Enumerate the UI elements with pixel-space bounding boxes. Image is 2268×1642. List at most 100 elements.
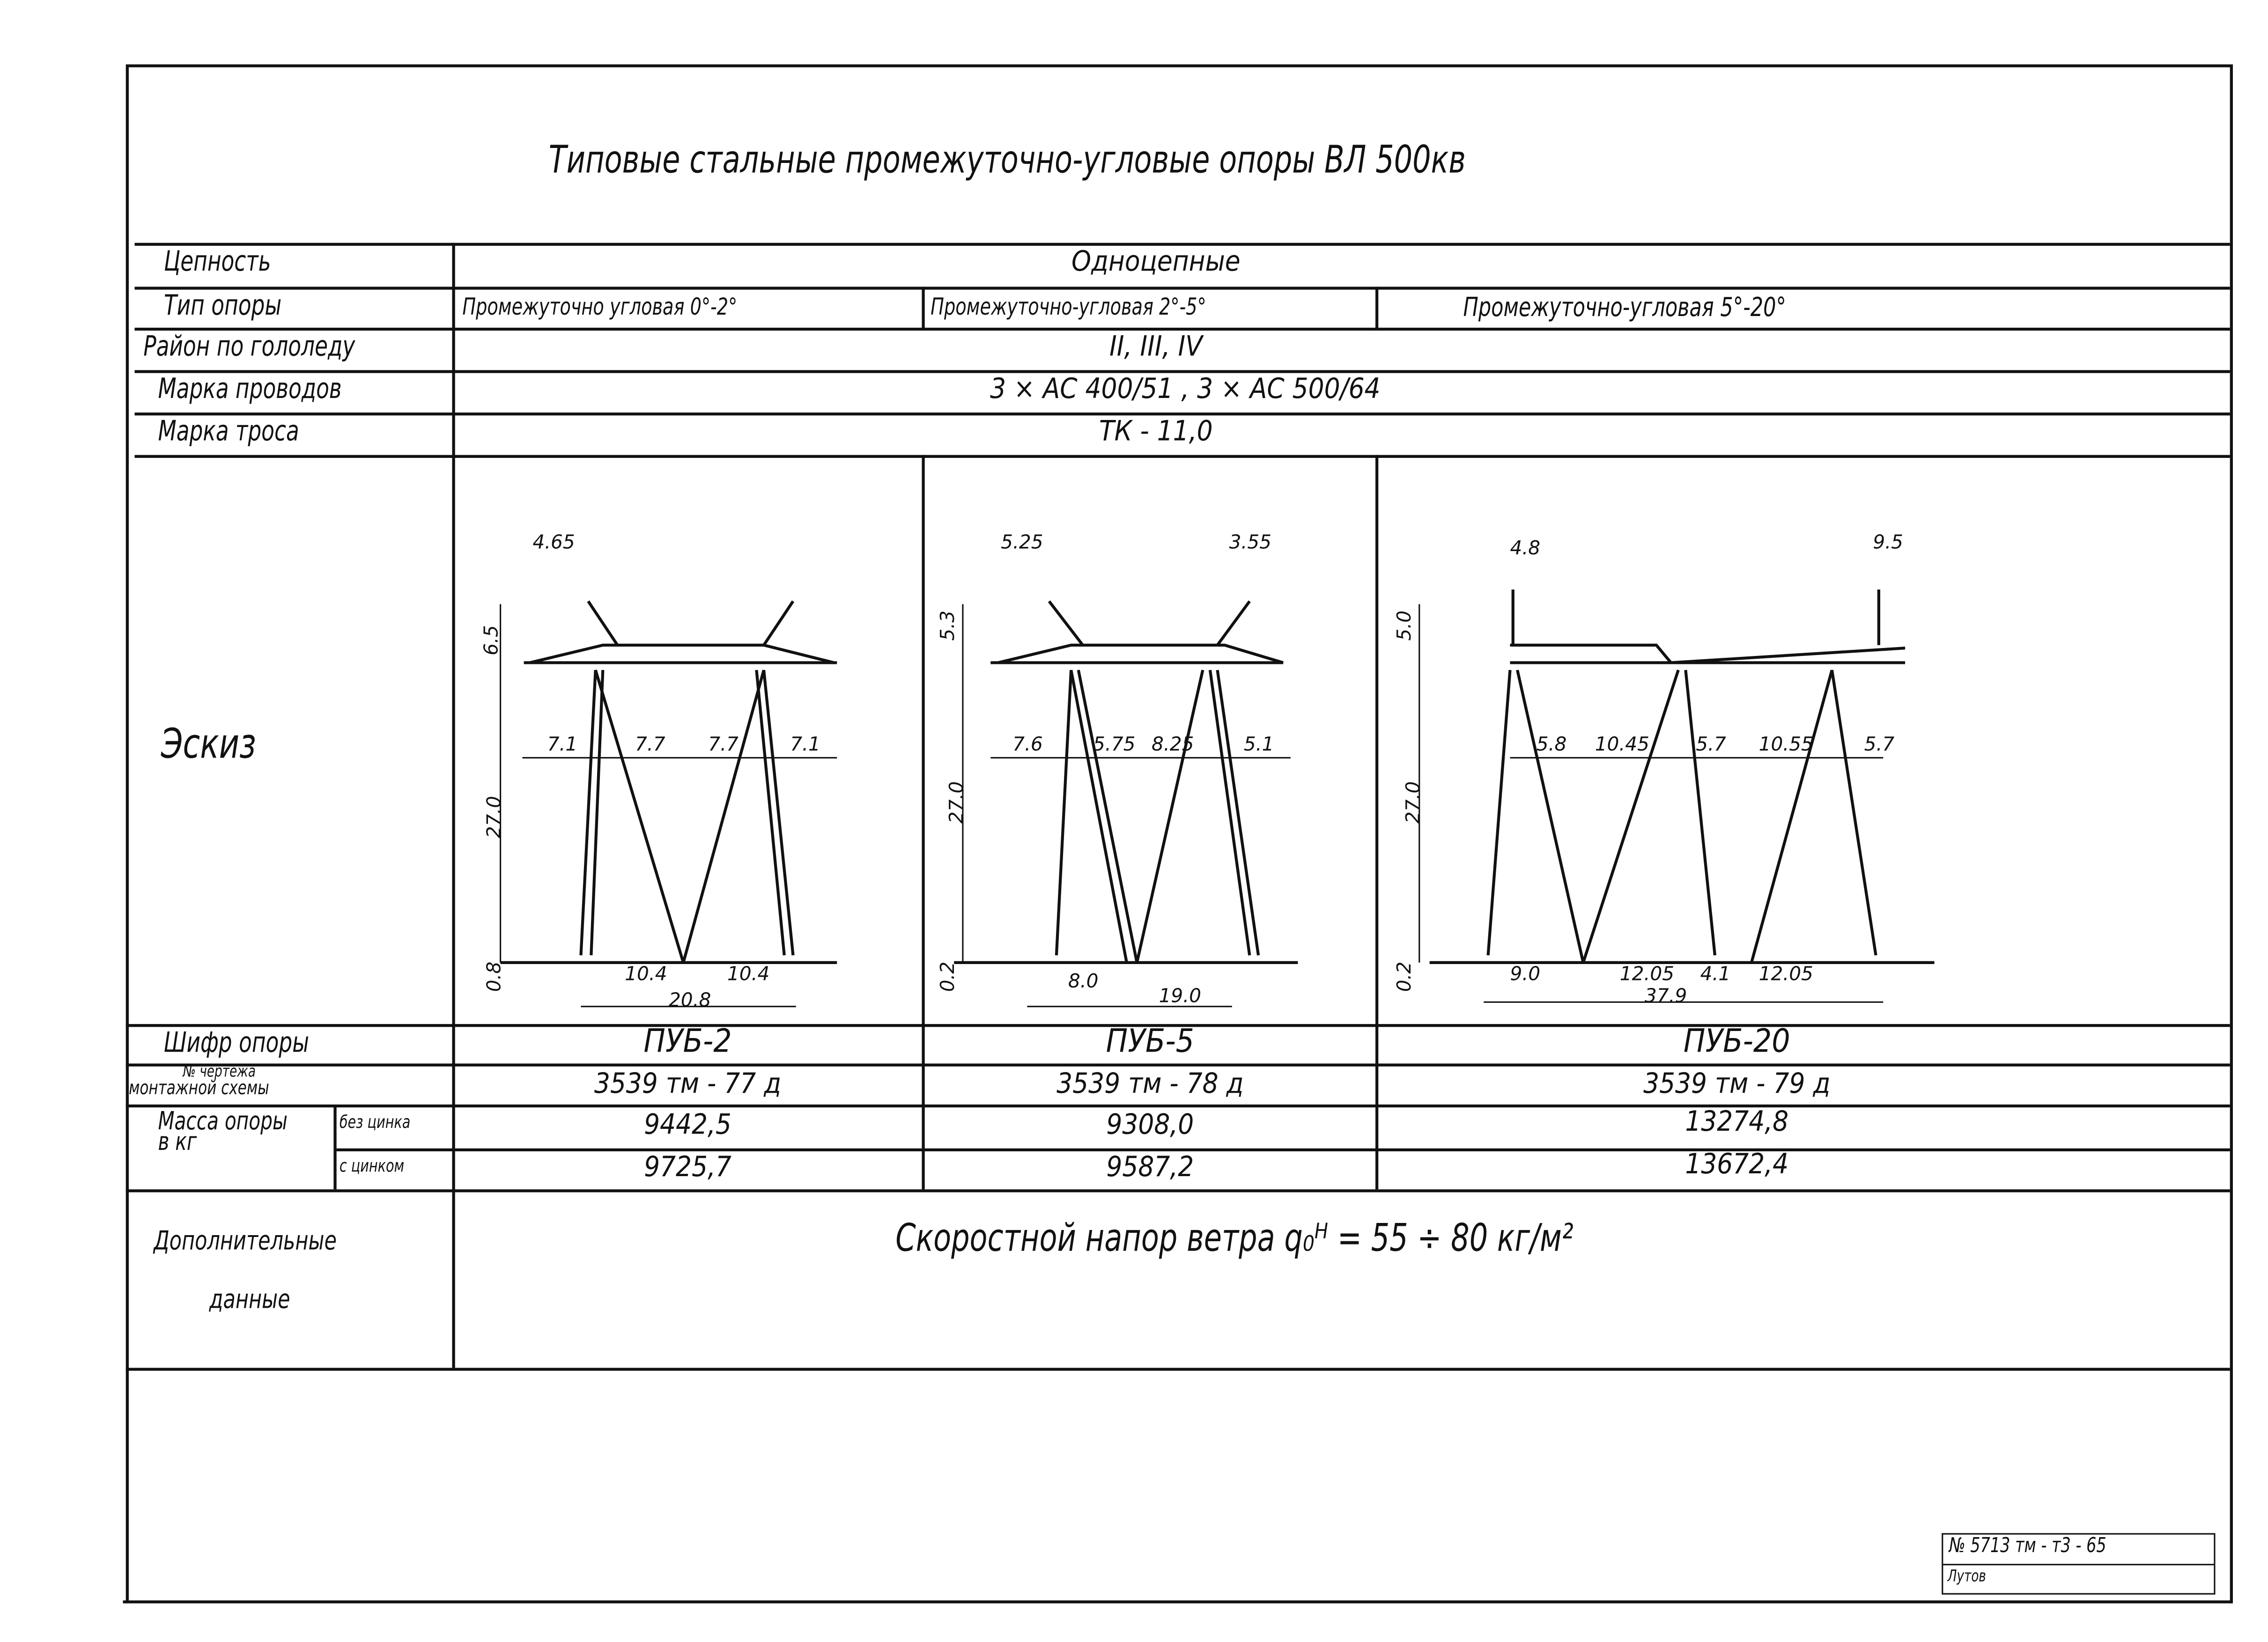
dim-label: 7.1	[790, 733, 820, 755]
divider	[134, 412, 2230, 416]
code-value-1: ПУБ-2	[643, 1024, 732, 1061]
mass-no-zinc-2: 9308,0	[1106, 1109, 1194, 1141]
dim-label: 27.0	[1402, 781, 1424, 824]
divider	[134, 287, 2230, 290]
label-column-divider	[452, 243, 455, 1368]
dim-label: 4.1	[1700, 962, 1731, 985]
mass-zinc-2: 9587,2	[1106, 1151, 1194, 1184]
divider	[134, 370, 2230, 373]
wire-value: 3 × АС 400/51 , 3 × АС 500/64	[990, 373, 1381, 405]
cable-value: ТК - 11,0	[1099, 415, 1213, 448]
drawing-label-1: № чертежа	[183, 1062, 256, 1082]
wire-label: Марка проводов	[158, 373, 342, 405]
drawing-value-2: 3539 тм - 78 д	[1056, 1068, 1244, 1100]
dim-label: 8.0	[1068, 970, 1099, 992]
dim-label: 10.4	[625, 962, 667, 985]
dim-label: 10.45	[1595, 733, 1649, 755]
tower-sketch-2: 5.25 3.55 5.3 7.6 5.75 8.25 5.1 27.0 0.2…	[936, 531, 1298, 1008]
divider	[922, 455, 925, 1190]
mass-zinc-1: 9725,7	[644, 1151, 731, 1184]
page-title: Типовые стальные промежуточно-угловые оп…	[548, 139, 1466, 183]
dim-label: 4.8	[1510, 537, 1540, 559]
tower-sketches: 4.65 6.5 7.1 7.7 7.7 7.1 27.0 0.8 10.4 1…	[480, 531, 1935, 1011]
dim-label: 6.5	[480, 625, 502, 655]
mass-sub-zinc: с цинком	[339, 1156, 405, 1177]
divider	[1375, 455, 1379, 1190]
mass-sub-no-zinc: без цинка	[339, 1112, 411, 1133]
code-value-3: ПУБ-20	[1683, 1024, 1790, 1061]
divider	[1375, 287, 1379, 330]
ice-region-label: Район по гололеду	[143, 331, 355, 363]
dim-label: 5.0	[1393, 611, 1415, 641]
stamp-number: № 5713 тм - т3 - 65	[1949, 1534, 2106, 1558]
dim-label: 7.7	[635, 733, 665, 755]
cable-label: Марка троса	[158, 415, 299, 448]
mass-no-zinc-1: 9442,5	[644, 1109, 731, 1141]
frame-left	[126, 64, 129, 1604]
mass-label: Масса опоры в кг	[158, 1107, 288, 1157]
dim-label: 27.0	[483, 796, 505, 838]
divider	[126, 1368, 2230, 1371]
dim-label: 8.25	[1152, 733, 1194, 755]
dim-label: 5.25	[1001, 531, 1043, 553]
drawing-label-2: монтажной схемы	[128, 1078, 269, 1100]
dim-label: 37.9	[1645, 984, 1687, 1007]
frame-bottom	[123, 1600, 2233, 1604]
divider	[134, 243, 2230, 246]
dim-label: 5.8	[1537, 733, 1567, 755]
drawing-value-3: 3539 тм - 79 д	[1643, 1068, 1831, 1100]
dim-label: 9.0	[1510, 962, 1540, 985]
dim-label: 27.0	[945, 781, 968, 824]
divider	[333, 1104, 337, 1190]
code-value-2: ПУБ-5	[1106, 1024, 1194, 1061]
mass-no-zinc-3: 13274,8	[1685, 1106, 1789, 1138]
divider	[126, 1063, 2230, 1067]
divider	[126, 1024, 2230, 1027]
extra-label-1: Дополнительные	[154, 1226, 337, 1257]
title-stamp: № 5713 тм - т3 - 65 Лутов	[1942, 1533, 2216, 1595]
dim-label: 12.05	[1620, 962, 1674, 985]
divider	[922, 287, 925, 330]
type-label: Тип опоры	[163, 289, 282, 322]
code-label: Шифр опоры	[163, 1027, 309, 1060]
type-value-3: Промежуточно-угловая 5°-20°	[1463, 292, 1786, 324]
divider	[126, 1189, 2230, 1193]
dim-label: 5.3	[936, 611, 959, 641]
dim-label: 19.0	[1159, 984, 1201, 1007]
dim-label: 9.5	[1873, 531, 1903, 553]
dim-label: 0.8	[483, 962, 505, 992]
frame-top	[128, 64, 2233, 67]
frame-right	[2230, 64, 2233, 1604]
extra-label-2: данные	[209, 1284, 290, 1315]
divider	[126, 1104, 2230, 1108]
dim-label: 12.05	[1759, 962, 1813, 985]
dim-label: 20.8	[669, 989, 711, 1011]
tower-sketch-3: 4.8 9.5 5.0 5.8 10.45 5.7 10.55 5.7 27.0…	[1393, 531, 1935, 1007]
mass-zinc-3: 13672,4	[1685, 1148, 1789, 1181]
divider	[336, 1148, 2230, 1151]
dim-label: 5.7	[1696, 733, 1726, 755]
circuit-value: Одноцепные	[1071, 245, 1241, 278]
extra-value: Скоростной напор ветра q₀ᴴ = 55 ÷ 80 кг/…	[895, 1217, 1574, 1261]
type-value-1: Промежуточно угловая 0°-2°	[462, 292, 738, 321]
tower-sketch-1: 4.65 6.5 7.1 7.7 7.7 7.1 27.0 0.8 10.4 1…	[480, 531, 837, 1011]
dim-label: 5.1	[1244, 733, 1274, 755]
divider	[134, 455, 2230, 458]
dim-label: 10.4	[727, 962, 769, 985]
dim-label: 7.7	[708, 733, 739, 755]
dim-label: 0.2	[1393, 962, 1415, 992]
type-value-2: Промежуточно-угловая 2°-5°	[931, 292, 1206, 321]
dim-label: 7.1	[547, 733, 578, 755]
dim-label: 7.6	[1012, 733, 1043, 755]
circuit-label: Цепность	[163, 245, 271, 278]
dim-label: 4.65	[532, 531, 575, 553]
drawing-value-1: 3539 тм - 77 д	[594, 1068, 782, 1100]
stamp-sheet: Лутов	[1947, 1567, 1986, 1586]
sketch-label: Эскиз	[161, 720, 256, 768]
dim-label: 3.55	[1229, 531, 1271, 553]
dim-label: 5.75	[1093, 733, 1135, 755]
dim-label: 0.2	[936, 962, 959, 992]
dim-label: 5.7	[1864, 733, 1895, 755]
dim-label: 10.55	[1759, 733, 1813, 755]
